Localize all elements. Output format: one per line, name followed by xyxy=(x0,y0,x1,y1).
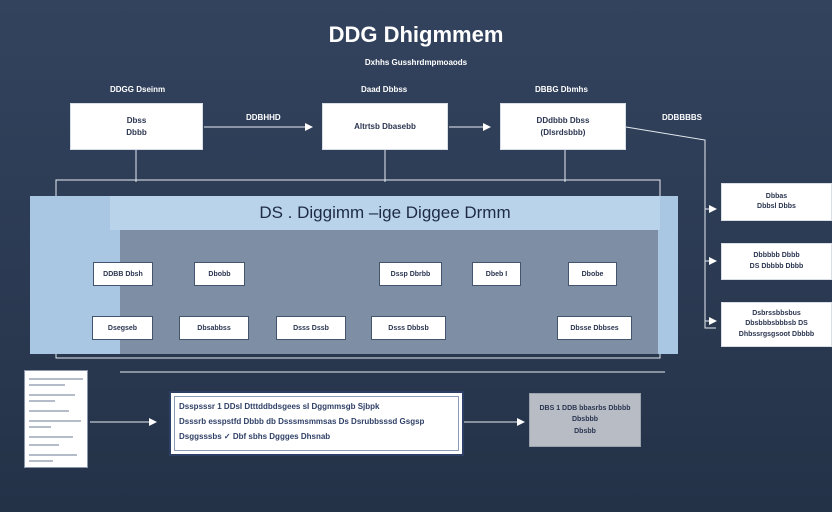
band-r2-box-5[interactable]: Dbsse Dbbses xyxy=(557,316,632,340)
band-r1-box-1[interactable]: DDBB Dbsh xyxy=(93,262,153,286)
band-heading: DS . Diggimm –ige Diggee Drmm xyxy=(110,196,660,230)
band-r2-box-2[interactable]: Dbsabbss xyxy=(179,316,249,340)
right-box-3-line1: Dsbrssbbsbus xyxy=(752,309,801,317)
right-box-3[interactable]: Dsbrssbbsbus Dbsbbbsbbbsb DS Dhbssrgsgso… xyxy=(721,302,832,347)
right-box-3-line2: Dbsbbbsbbbsb DS xyxy=(745,320,808,328)
right-trunk xyxy=(625,126,716,329)
note-line-2: Dsssrb esspstfd Dbbb db Dsssmsmmsas Ds D… xyxy=(179,417,425,427)
right-box-3-line3: Dhbssrgsgsoot Dbbbb xyxy=(738,330,815,338)
note-inner-border xyxy=(174,396,459,451)
top-box-2[interactable]: Altrtsb Dbasebb xyxy=(322,103,448,150)
grey-box-line2: Dbsbbb xyxy=(571,416,599,424)
note-line-3: Dsggsssbs ✓ Dbf sbhs Dggges Dhsnab xyxy=(179,432,331,442)
band-r2-box-3[interactable]: Dsss Dssb xyxy=(276,316,346,340)
top-box-3[interactable]: DDdbbb Dbss (Dlsrdsbbb) xyxy=(500,103,626,150)
note-line-1: Dsspsssr 1 DDsI Dtttddbdsgees sI Dggmmsg… xyxy=(179,402,380,411)
band-r1-box-5[interactable]: Dbobe xyxy=(568,262,617,286)
grey-box-line3: Dbsbb xyxy=(574,427,596,435)
band-r1-box-4[interactable]: Dbeb I xyxy=(472,262,521,286)
document-icon xyxy=(24,370,88,468)
band-r2-box-1[interactable]: Dsegseb xyxy=(92,316,153,340)
top-box-3-line1: DDdbbb Dbss xyxy=(536,115,590,125)
right-box-1[interactable]: Dbbas Dbbsl Dbbs xyxy=(721,183,832,221)
col1-label: DDGG Dseinm xyxy=(110,85,166,94)
document-lines-icon xyxy=(29,378,83,462)
top-box-1-line2: Dbbb xyxy=(126,127,147,137)
page-title: DDG Dhigmmem xyxy=(328,22,504,47)
grey-box-line1: DBS 1 DDB bbasrbs Dbbbb xyxy=(539,405,631,413)
right-box-1-line2: Dbbsl Dbbs xyxy=(757,203,796,210)
top-box-1[interactable]: Dbss Dbbb xyxy=(70,103,203,150)
right-box-2-line1: Dbbbbb Dbbb xyxy=(753,252,800,259)
band-r1-box-2[interactable]: Dbobb xyxy=(194,262,245,286)
right-box-2-line2: DS Dbbbb Dbbb xyxy=(749,262,804,270)
band-r1-box-3[interactable]: Dssp Dbrbb xyxy=(379,262,442,286)
top-box-2-text: Altrtsb Dbasebb xyxy=(354,121,416,131)
top-box-1-line1: Dbss xyxy=(126,115,147,125)
col2-label: Daad Dbbss xyxy=(361,85,408,94)
col3-label: DBBG Dbmhs xyxy=(535,85,588,94)
page-subtitle: Dxhhs Gusshrdmpmoaods xyxy=(364,58,468,67)
right-box-2[interactable]: Dbbbbb Dbbb DS Dbbbb Dbbb xyxy=(721,243,832,280)
top-box-3-line2: (Dlsrdsbbb) xyxy=(540,127,586,137)
arrow1-label: DDBHHD xyxy=(246,113,281,122)
band-r2-box-4[interactable]: Dsss Dbbsb xyxy=(371,316,446,340)
note-box[interactable]: Dsspsssr 1 DDsI Dtttddbdsgees sI Dggmmsg… xyxy=(169,391,464,456)
grey-output-box[interactable]: DBS 1 DDB bbasrbs Dbbbb Dbsbbb Dbsbb xyxy=(529,393,641,447)
right-label: DDBBBBS xyxy=(662,113,702,122)
right-box-1-line1: Dbbas xyxy=(765,192,788,200)
